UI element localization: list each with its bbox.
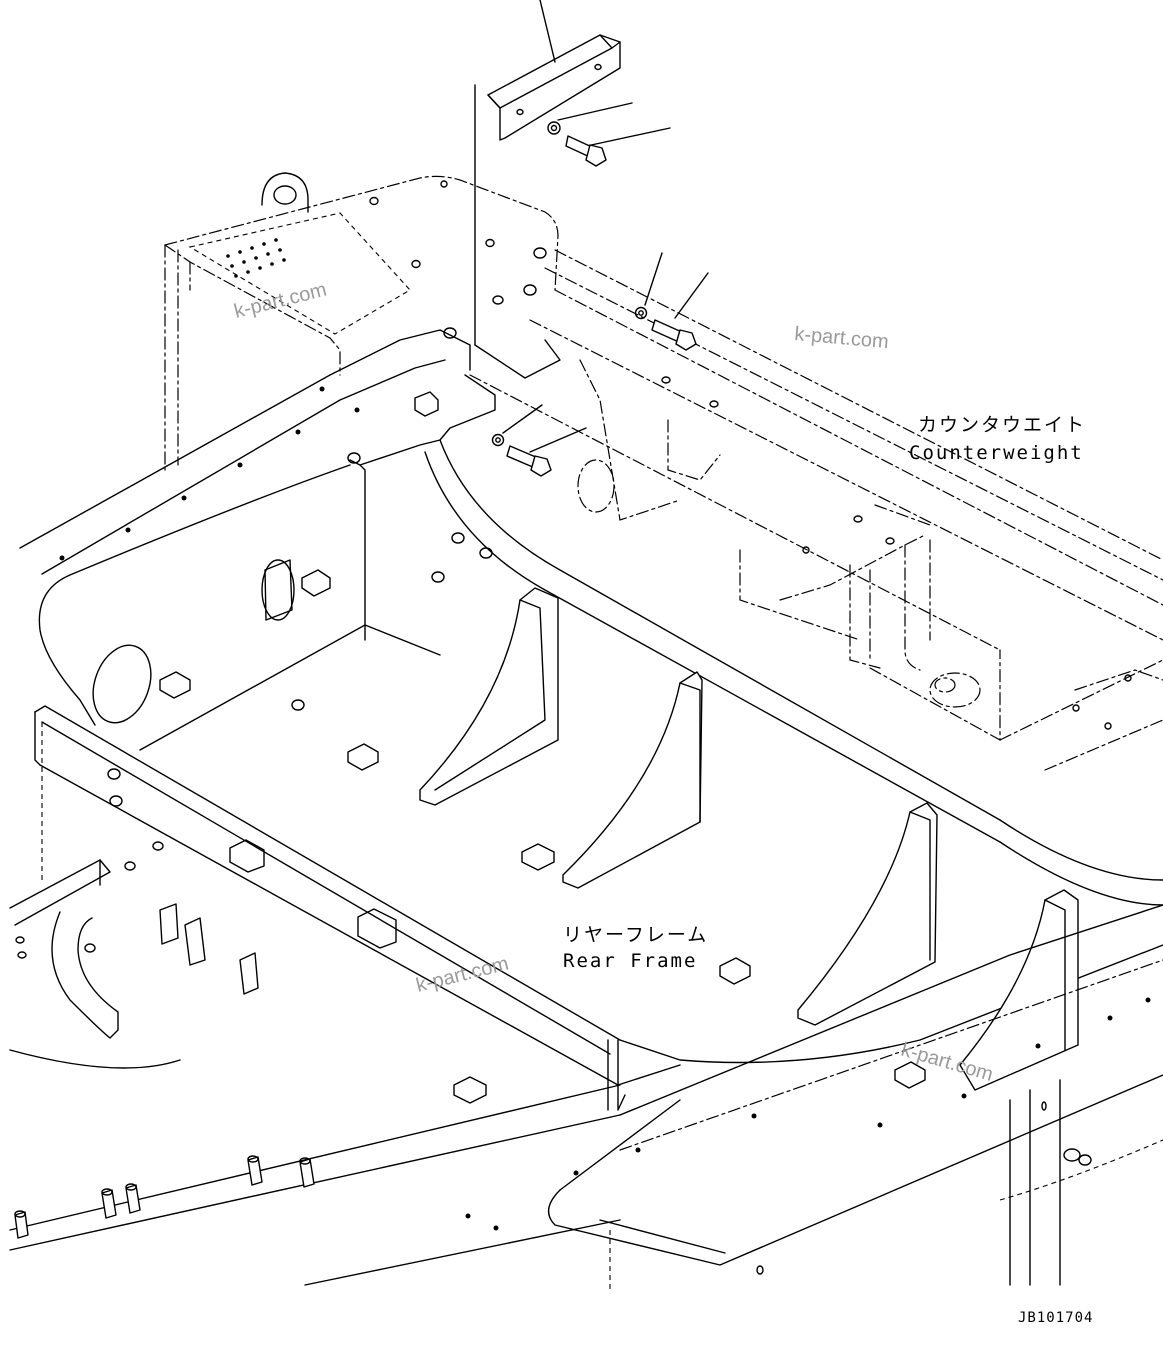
watermark: k-part.com [232,279,329,323]
rail-pins [14,1155,315,1239]
counterweight [164,172,1163,771]
frame-top-holes [59,386,360,561]
rear-frame-label-en: Rear Frame [563,950,697,972]
counterweight-label-jp: カウンタウエイト [918,414,1086,436]
counterweight-label-en: Counterweight [909,442,1084,464]
rear-frame-label-jp: リヤーフレーム [563,924,708,946]
label-rear-frame: リヤーフレーム Rear Frame [563,924,708,972]
frame-clips [159,569,926,1104]
fastener-group-middle [634,252,709,351]
watermark: k-part.com [794,323,890,353]
rear-frame [9,329,1163,1290]
fastener-group-lower [491,404,587,477]
counterweight-bosses [369,180,1132,730]
bracket-assembly [474,0,671,379]
frame-gussets [419,587,1079,1091]
drawing-reference-number: JB101704 [1018,1310,1093,1326]
label-counterweight: カウンタウエイト Counterweight [909,414,1086,464]
watermark: k-part.com [414,953,511,997]
plate-hole-pattern [226,238,286,278]
